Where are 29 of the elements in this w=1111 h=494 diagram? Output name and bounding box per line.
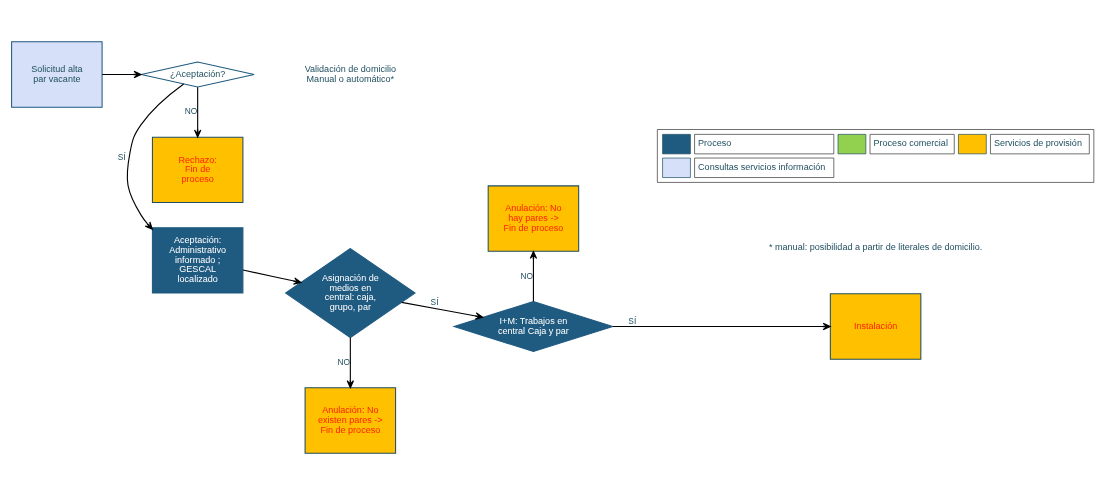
arrow (529, 250, 538, 302)
edge-label: NO (337, 356, 350, 367)
legend-label: Consultas servicios información (698, 161, 826, 172)
edge-label: NO (520, 270, 534, 281)
arrow (401, 301, 484, 320)
arrow (126, 82, 185, 230)
node-diamond: Asignación de medios en central: caja, grupo, par (284, 247, 416, 338)
node-box: Anulación: No hay pares -> Fin de proceso (487, 184, 580, 252)
label: * manual: posibilidad a partir de literales de domicilio. (768, 241, 983, 252)
label: Validación de domicilio Manual o automático* (304, 63, 397, 84)
node-box: Aceptación: Administrativo informado ; GESCAL localizado (151, 226, 244, 294)
edge-label: SÍ (628, 315, 637, 326)
node-box: Solicitud alta par vacante (11, 40, 103, 108)
arrow (194, 86, 202, 138)
legend-label: Proceso (698, 137, 732, 148)
edge-label: SÍ (117, 151, 126, 162)
legend-label: Proceso comercial (873, 137, 948, 148)
arrow (242, 268, 302, 285)
arrow (346, 336, 355, 388)
arrow (612, 322, 831, 330)
node-box: Rechazo: Fin de proceso (151, 136, 244, 203)
legend-label: Servicios de provisión (993, 137, 1082, 148)
edge-label: NO (184, 105, 198, 116)
node-box: Anulación: No existen pares -> Fin de proceso (304, 386, 397, 454)
node-diamond: I+M: Trabajos en central Caja y par (452, 300, 615, 352)
edge-label: SÍ (430, 296, 439, 307)
arrow (101, 70, 142, 78)
node-box: Instalación (829, 292, 922, 360)
node-diamond: ¿Aceptación? (140, 60, 255, 88)
